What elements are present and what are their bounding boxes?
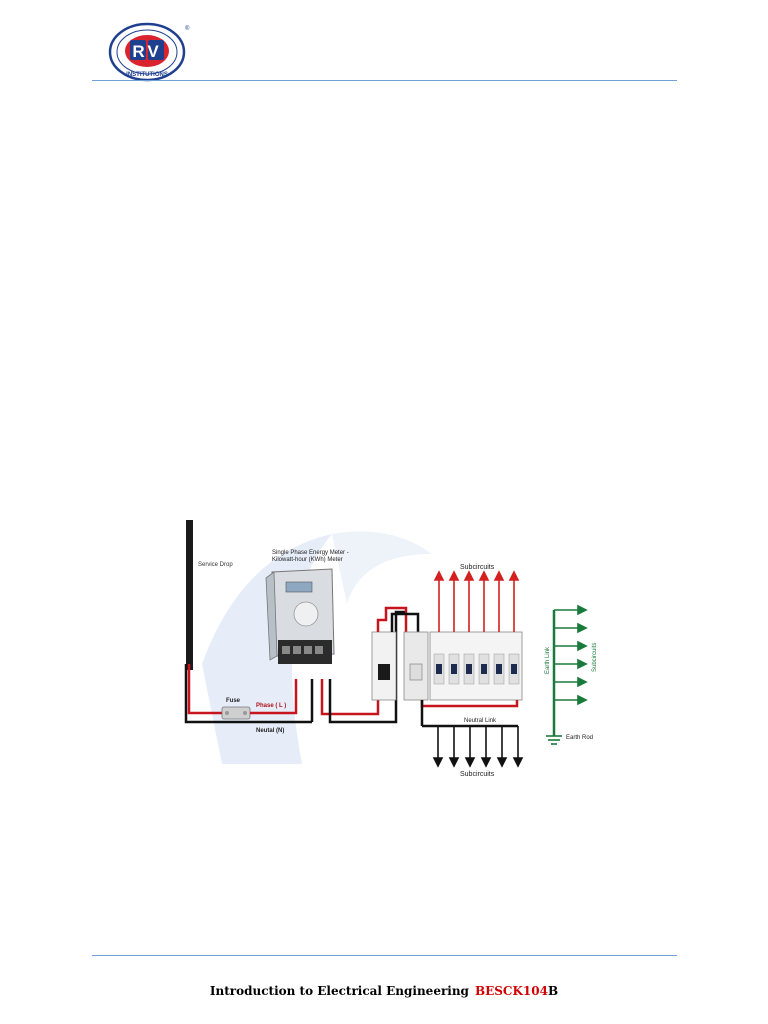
earth-rod-symbol [546, 735, 562, 745]
logo-letters: RV [132, 42, 161, 61]
house-wiring-diagram: Service Drop Fuse Phase ( L ) Neutal (N)… [184, 520, 598, 778]
service-drop-pole [186, 520, 193, 670]
logo-registered-mark: ® [185, 25, 190, 32]
header-rule [92, 80, 677, 81]
footer-course-code: BESCK104 [474, 984, 548, 998]
meter-title: Single Phase Energy Meter - Kilowatt-hou… [272, 550, 350, 563]
footer-title: Introduction to Electrical Engineering [209, 984, 469, 998]
earth-rod-label: Earth Rod [566, 735, 593, 741]
fuse-label: Fuse [226, 698, 241, 704]
page-footer: Introduction to Electrical Engineering BE… [0, 984, 768, 998]
phase-label: Phase ( L ) [256, 703, 286, 709]
footer-rule [92, 955, 677, 956]
earth-subcircuits-label: Subcircuits [592, 643, 598, 672]
meter-display [285, 581, 313, 593]
footer-course-suffix: B [547, 984, 559, 998]
phase-wire-meter-to-switch [320, 679, 380, 716]
subcircuits-bottom-label: Subcircuits [460, 771, 495, 778]
neutral-wire-from-pole [184, 664, 312, 724]
service-drop-label: Service Drop [198, 562, 233, 568]
phase-busbar [420, 700, 519, 708]
neutral-wire-meter-to-switch [328, 610, 407, 724]
earth-subcircuit-arrows [554, 604, 588, 706]
neutral-label: Neutal (N) [256, 728, 284, 734]
rv-institutions-logo: RV INSTITUTIONS ® [108, 22, 190, 82]
earth-link-label: Earth Link [545, 646, 551, 674]
phase-wire-to-meter [250, 679, 298, 715]
subcircuit-neutral-arrows [432, 726, 524, 768]
mcb-row [429, 631, 523, 701]
meter-dial [293, 601, 319, 627]
phase-wire-from-pole [187, 664, 222, 715]
logo-bottom-text: INSTITUTIONS [126, 72, 168, 78]
subcircuit-phase-arrows [433, 570, 520, 632]
subcircuits-top-label: Subcircuits [460, 564, 495, 571]
neutral-link-label: Neutral Link [464, 718, 497, 724]
